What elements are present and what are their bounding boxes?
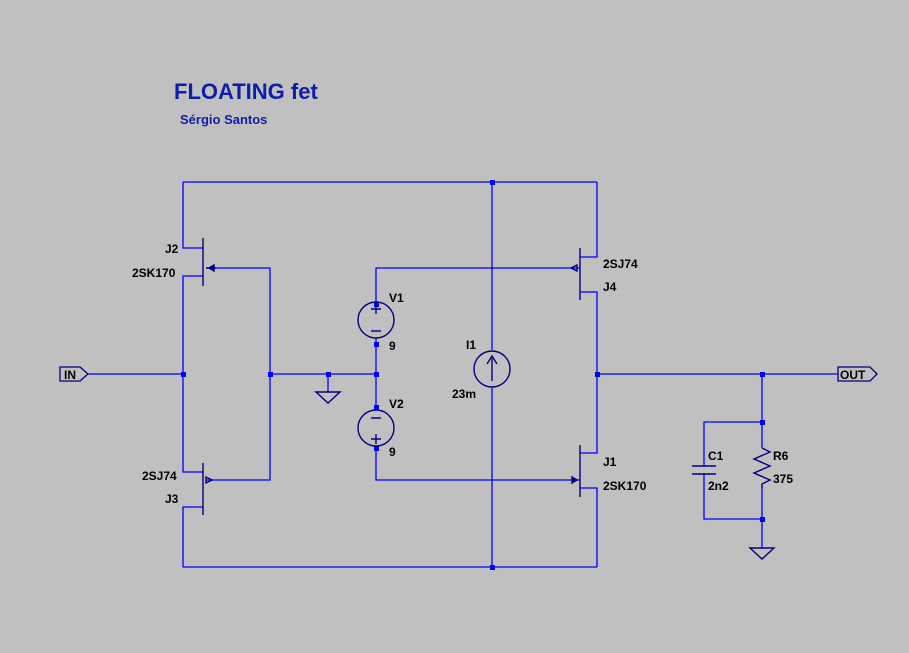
jfet-j2-symbol[interactable] bbox=[202, 238, 216, 286]
j4-ref: J4 bbox=[603, 280, 617, 294]
port-out-label: OUT bbox=[840, 368, 866, 382]
j2-model: 2SK170 bbox=[132, 266, 176, 280]
port-in-label: IN bbox=[64, 368, 76, 382]
wire-v2-bottom bbox=[375, 446, 580, 481]
wires bbox=[88, 181, 838, 568]
v2-value: 9 bbox=[389, 445, 396, 459]
wire-j4-drain bbox=[580, 182, 598, 258]
r6-ref: R6 bbox=[773, 449, 789, 463]
jfet-j1-symbol[interactable] bbox=[571, 445, 581, 497]
ground-symbol-out bbox=[748, 547, 776, 560]
j2-ref: J2 bbox=[165, 242, 179, 256]
ground-symbol-mid bbox=[314, 391, 342, 404]
wire-j3-drain bbox=[182, 506, 203, 567]
j1-model: 2SK170 bbox=[603, 479, 647, 493]
junctions bbox=[181, 180, 765, 570]
voltage-source-v2[interactable] bbox=[357, 409, 395, 447]
jfet-j3-symbol[interactable] bbox=[202, 463, 214, 515]
i1-ref: I1 bbox=[466, 338, 476, 352]
voltage-source-v1[interactable] bbox=[357, 301, 395, 339]
wire-c1-top bbox=[703, 421, 762, 466]
wire-j1-drain bbox=[580, 487, 598, 567]
j3-ref: J3 bbox=[165, 492, 179, 506]
wire-c1-bottom bbox=[703, 474, 762, 520]
j3-model: 2SJ74 bbox=[142, 469, 177, 483]
port-in[interactable]: IN bbox=[59, 366, 89, 382]
c1-ref: C1 bbox=[708, 449, 724, 463]
r6-value: 375 bbox=[773, 472, 793, 486]
wire-v1-top bbox=[375, 267, 580, 302]
current-source-i1[interactable] bbox=[473, 350, 511, 388]
wire-j2-drain bbox=[182, 182, 203, 249]
j1-ref: J1 bbox=[603, 455, 617, 469]
v1-ref: V1 bbox=[389, 291, 404, 305]
jfet-j4-symbol[interactable] bbox=[569, 248, 581, 300]
capacitor-c1[interactable] bbox=[692, 465, 716, 475]
wire-output-bus bbox=[580, 291, 598, 454]
port-out[interactable]: OUT bbox=[837, 366, 878, 382]
j4-model: 2SJ74 bbox=[603, 257, 638, 271]
c1-value: 2n2 bbox=[708, 479, 729, 493]
schematic-author: Sérgio Santos bbox=[180, 112, 267, 127]
wire-gate-loop bbox=[206, 267, 271, 481]
v1-value: 9 bbox=[389, 339, 396, 353]
i1-value: 23m bbox=[452, 387, 476, 401]
v2-ref: V2 bbox=[389, 397, 404, 411]
schematic-title: FLOATING fet bbox=[174, 79, 318, 104]
resistor-r6[interactable] bbox=[752, 447, 772, 488]
